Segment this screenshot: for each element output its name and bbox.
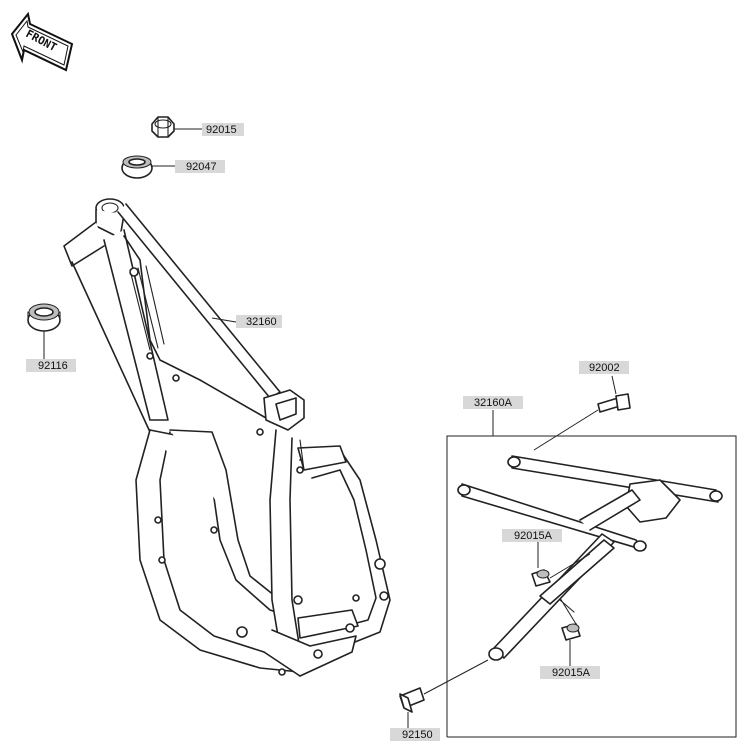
svg-text:92015: 92015	[206, 124, 237, 136]
main-frame	[63, 198, 391, 677]
callout-label: 92015	[202, 123, 244, 136]
svg-text:92015A: 92015A	[552, 667, 591, 679]
bearing-seal-icon	[27, 303, 61, 332]
subframe-box	[446, 410, 737, 738]
callout-label: 92015A	[502, 529, 562, 542]
svg-text:92002: 92002	[589, 362, 620, 374]
svg-text:92116: 92116	[38, 360, 68, 372]
callout-label: 92002	[579, 361, 629, 374]
front-arrow-icon: FRONT	[10, 11, 74, 72]
svg-text:32160: 32160	[246, 316, 277, 328]
svg-text:92150: 92150	[402, 729, 433, 741]
bolt-icon	[399, 687, 425, 713]
callout-label: 32160A	[463, 396, 523, 409]
subframe	[457, 455, 723, 661]
bolt-icon	[561, 623, 581, 641]
nut-icon	[151, 116, 175, 138]
bearing-race-icon	[121, 155, 153, 179]
bolt-icon	[597, 393, 631, 413]
callout-label: 92015A	[540, 666, 600, 679]
bolt-icon	[531, 569, 551, 587]
svg-text:92015A: 92015A	[514, 530, 553, 542]
callout-label: 92116	[26, 359, 76, 372]
callout-label: 92047	[175, 160, 225, 173]
svg-text:92047: 92047	[186, 161, 217, 173]
callout-label: 92150	[390, 728, 440, 741]
callout-label: 32160	[236, 315, 282, 328]
svg-text:32160A: 32160A	[474, 397, 513, 409]
